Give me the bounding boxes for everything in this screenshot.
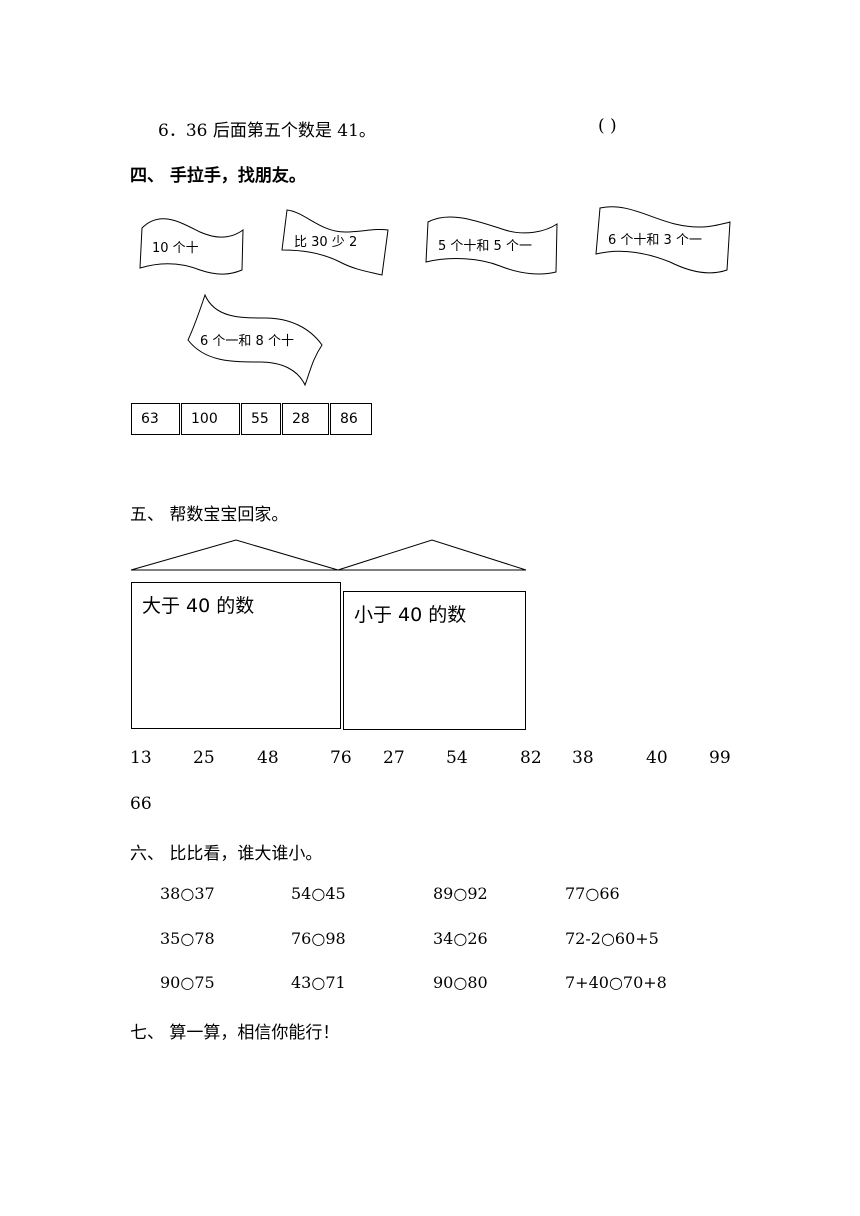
compare-item: 35○78 (160, 929, 215, 948)
flag-3-shape (425, 216, 558, 275)
flag-1-label: 10 个十 (152, 241, 199, 256)
house-right-roof (337, 539, 527, 571)
house-right-label: 小于 40 的数 (354, 604, 467, 626)
number-82: 82 (520, 748, 542, 768)
number-box-4: 28 (282, 403, 329, 435)
number-76: 76 (330, 748, 352, 768)
compare-item: 43○71 (291, 973, 346, 992)
house-left-roof (130, 539, 339, 571)
compare-item: 7+40○70+8 (565, 973, 667, 992)
question-6-text: 6．36 后面第五个数是 41。 (158, 121, 376, 141)
compare-item: 34○26 (433, 929, 488, 948)
number-99: 99 (709, 748, 731, 768)
flag-2-shape (281, 209, 389, 276)
number-box-1: 63 (131, 403, 180, 435)
number-66: 66 (130, 794, 152, 814)
house-right-body: 小于 40 的数 (343, 591, 526, 730)
compare-item: 76○98 (291, 929, 346, 948)
house-left-label: 大于 40 的数 (142, 595, 255, 617)
flag-4-shape (595, 206, 731, 274)
compare-item: 38○37 (160, 884, 215, 903)
flag-3-label: 5 个十和 5 个一 (438, 239, 532, 254)
question-6-answer-paren: ( ) (598, 116, 617, 136)
compare-item: 89○92 (433, 884, 488, 903)
section-7-title: 七、 算一算，相信你能行！ (130, 1023, 340, 1043)
flag-5-shape (187, 293, 323, 387)
flag-5-label: 6 个一和 8 个十 (200, 334, 294, 349)
number-box-2: 100 (181, 403, 240, 435)
number-38: 38 (572, 748, 594, 768)
number-48: 48 (257, 748, 279, 768)
compare-item: 54○45 (291, 884, 346, 903)
number-13: 13 (130, 748, 152, 768)
number-54: 54 (446, 748, 468, 768)
number-27: 27 (383, 748, 405, 768)
section-4-title: 四、 手拉手，找朋友。 (130, 166, 306, 186)
number-box-3: 55 (241, 403, 281, 435)
compare-item: 72-2○60+5 (565, 929, 659, 948)
number-40: 40 (646, 748, 668, 768)
number-box-5: 86 (330, 403, 372, 435)
flag-4-label: 6 个十和 3 个一 (608, 233, 702, 248)
compare-item: 77○66 (565, 884, 620, 903)
section-6-title: 六、 比比看，谁大谁小。 (130, 844, 323, 864)
compare-item: 90○75 (160, 973, 215, 992)
house-left-body: 大于 40 的数 (131, 582, 341, 729)
flag-1-shape (139, 218, 244, 275)
compare-item: 90○80 (433, 973, 488, 992)
number-25: 25 (193, 748, 215, 768)
flag-2-label: 比 30 少 2 (294, 235, 358, 250)
section-5-title: 五、 帮数宝宝回家。 (130, 505, 289, 525)
